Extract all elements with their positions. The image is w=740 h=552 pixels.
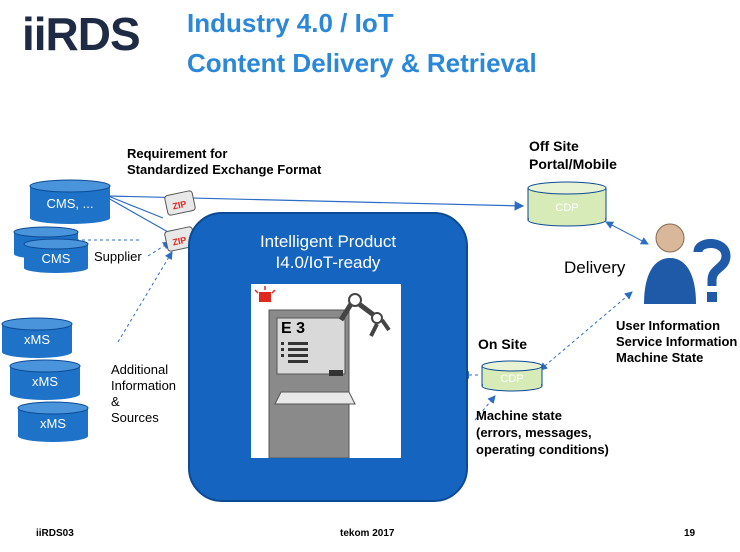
requirement-label-line1: Requirement for xyxy=(127,146,228,161)
machine-label: E 3 xyxy=(281,320,306,337)
machine-state-line3: operating conditions) xyxy=(476,442,609,457)
xms-label: xMS xyxy=(40,416,66,431)
off-site-label-line1: Off Site xyxy=(529,138,579,154)
on-site-cdp-database-icon xyxy=(481,360,543,392)
user-info-line2: Service Information xyxy=(616,334,738,349)
on-site-label: On Site xyxy=(478,336,528,352)
requirement-label-line2: Standardized Exchange Format xyxy=(127,162,322,177)
on-site-cdp-label: CDP xyxy=(500,373,524,385)
footer-page-number: 19 xyxy=(684,528,696,539)
machine-icon xyxy=(254,286,391,459)
page-title-line1: Industry 4.0 / IoT xyxy=(187,8,394,38)
zip-label: ZIP xyxy=(172,235,188,248)
cms-label: CMS xyxy=(41,251,71,266)
additional-label-line3: & xyxy=(111,394,120,409)
additional-label-line2: Information xyxy=(111,378,177,393)
additional-label-line1: Additional xyxy=(111,362,169,377)
user-info-line1: User Information xyxy=(616,318,721,333)
xms-label: xMS xyxy=(32,374,58,389)
off-site-cdp-label: CDP xyxy=(555,202,579,214)
page-title-line2: Content Delivery & Retrieval xyxy=(187,48,537,78)
user-info-line3: Machine State xyxy=(616,350,704,365)
zip-icon: ZIP xyxy=(164,190,198,216)
delivery-label: Delivery xyxy=(564,258,626,277)
user-question-icon xyxy=(644,223,731,304)
iirds-logo: iiRDS xyxy=(22,8,141,60)
xms-label: xMS xyxy=(24,332,50,347)
product-title-line2: I4.0/IoT-ready xyxy=(275,253,381,272)
cms-label: CMS, ... xyxy=(46,196,94,211)
off-site-cdp-database-icon xyxy=(527,181,607,227)
machine-state-line1: Machine state xyxy=(476,408,562,423)
zip-label: ZIP xyxy=(172,199,188,212)
additional-label-line4: Sources xyxy=(111,410,159,425)
machine-panel: E 3 xyxy=(251,284,401,459)
supplier-label: Supplier xyxy=(94,249,142,264)
product-title-line1: Intelligent Product xyxy=(259,232,397,251)
footer-left: iiRDS03 xyxy=(36,528,74,539)
footer-center: tekom 2017 xyxy=(340,528,395,539)
machine-state-line2: (errors, messages, xyxy=(476,425,592,440)
off-site-label-line2: Portal/Mobile xyxy=(529,156,617,172)
